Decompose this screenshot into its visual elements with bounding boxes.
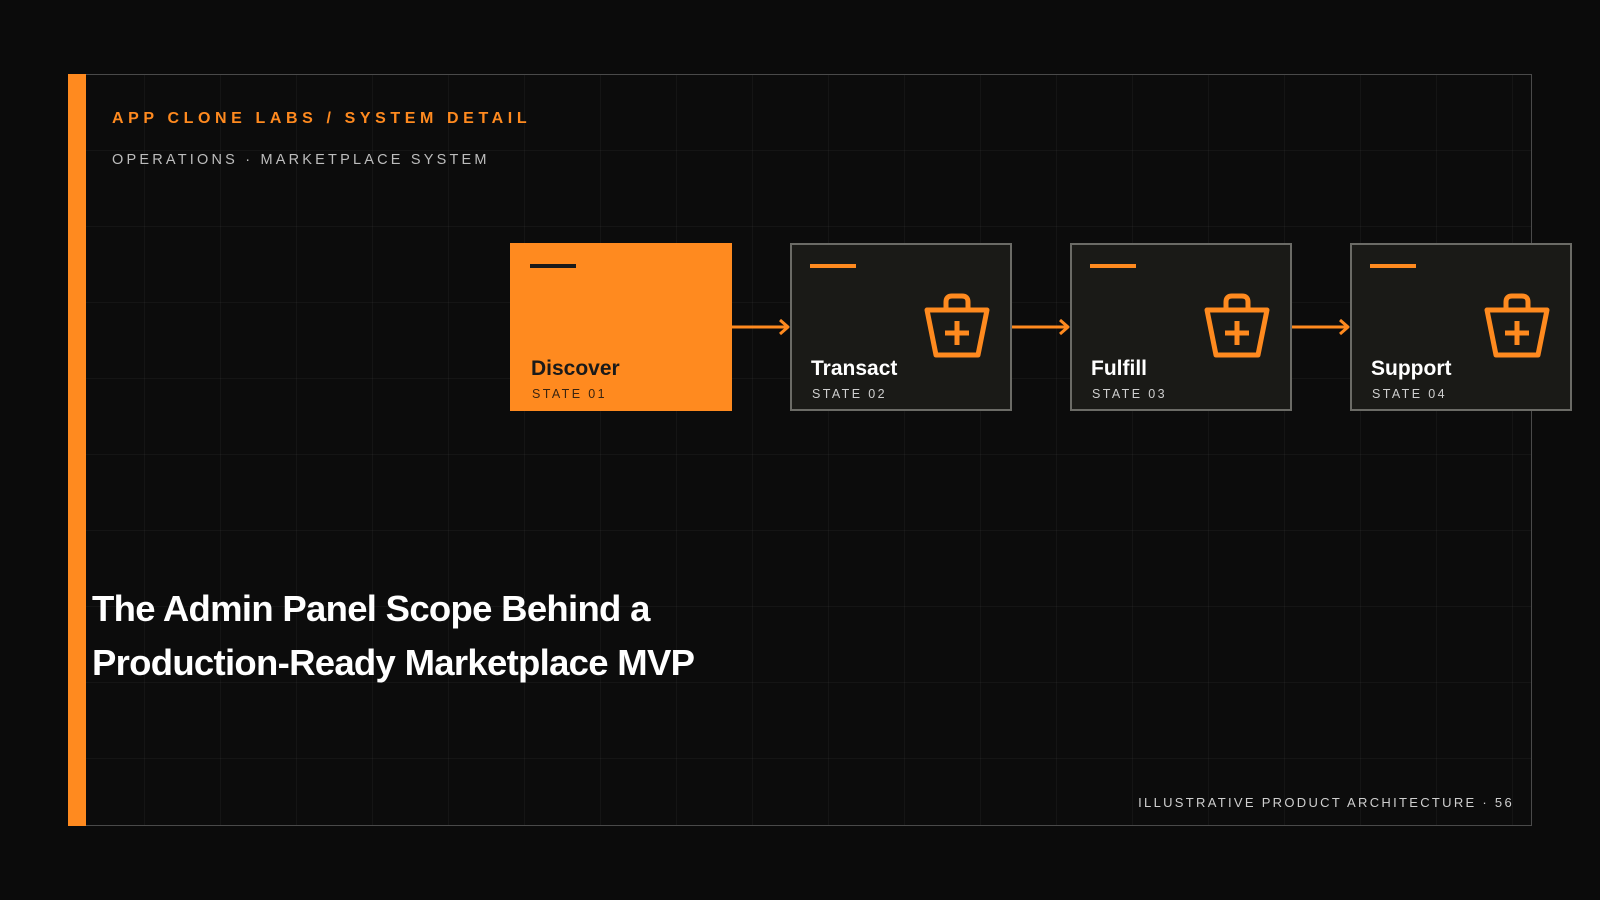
section-subtitle: OPERATIONS · MARKETPLACE SYSTEM bbox=[112, 152, 490, 168]
node-state: STATE 04 bbox=[1372, 387, 1448, 401]
node-label: Transact bbox=[811, 357, 898, 380]
headline-line-2: Production-Ready Marketplace MVP bbox=[92, 642, 695, 683]
node-dash bbox=[1090, 264, 1136, 268]
flow-arrow-1 bbox=[732, 318, 790, 336]
node-dash bbox=[1370, 264, 1416, 268]
flow-node-transact: Transact STATE 02 bbox=[790, 243, 1012, 411]
node-state: STATE 03 bbox=[1092, 387, 1168, 401]
flow-node-discover: Discover STATE 01 bbox=[510, 243, 732, 411]
shopping-basket-plus-icon bbox=[1204, 293, 1270, 358]
eyebrow-title: APP CLONE LABS / SYSTEM DETAIL bbox=[112, 110, 532, 127]
slide-frame bbox=[68, 74, 1532, 826]
node-state: STATE 02 bbox=[812, 387, 888, 401]
flow-arrow-2 bbox=[1012, 318, 1070, 336]
footer-caption: ILLUSTRATIVE PRODUCT ARCHITECTURE · 56 bbox=[1138, 795, 1514, 810]
node-dash bbox=[530, 264, 576, 268]
accent-bar bbox=[68, 74, 86, 826]
node-label: Support bbox=[1371, 357, 1452, 380]
shopping-basket-plus-icon bbox=[1484, 293, 1550, 358]
node-label: Discover bbox=[531, 357, 620, 380]
headline: The Admin Panel Scope Behind a Productio… bbox=[92, 582, 812, 690]
node-label: Fulfill bbox=[1091, 357, 1147, 380]
headline-line-1: The Admin Panel Scope Behind a bbox=[92, 588, 650, 629]
flow-node-fulfill: Fulfill STATE 03 bbox=[1070, 243, 1292, 411]
flow-node-support: Support STATE 04 bbox=[1350, 243, 1572, 411]
flow-arrow-3 bbox=[1292, 318, 1350, 336]
node-dash bbox=[810, 264, 856, 268]
shopping-basket-plus-icon bbox=[924, 293, 990, 358]
node-state: STATE 01 bbox=[532, 387, 608, 401]
